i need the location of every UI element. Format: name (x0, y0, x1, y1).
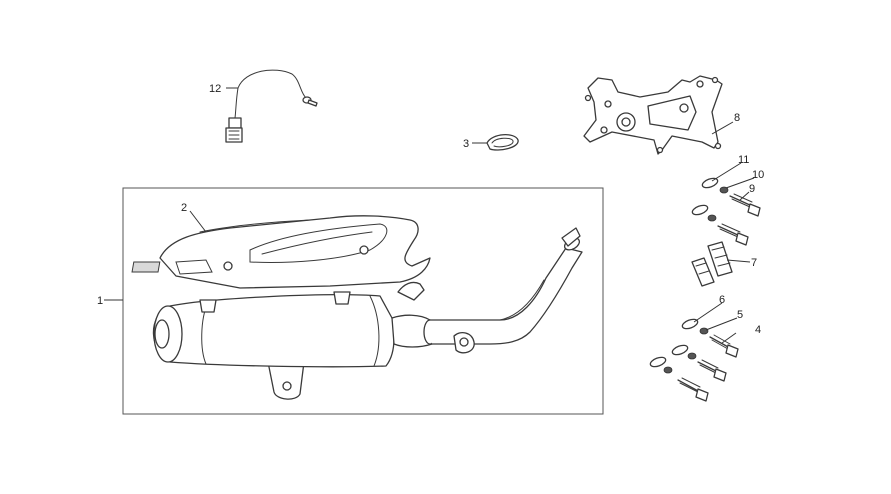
callout-2: 2 (181, 202, 187, 214)
callout-4: 4 (755, 324, 761, 336)
leader-lines (104, 87, 755, 344)
parts-4-5-6-lower-hardware (649, 318, 739, 402)
callout-10: 10 (752, 169, 764, 181)
callout-8: 8 (734, 112, 740, 124)
part-3-gasket (486, 134, 519, 151)
callout-6: 6 (719, 294, 725, 306)
exhaust-assembly-frame (122, 187, 604, 415)
callout-11: 11 (738, 154, 749, 166)
callout-7: 7 (751, 257, 757, 269)
part-1-muffler (152, 227, 583, 400)
callout-1: 1 (97, 295, 103, 307)
callout-3: 3 (463, 138, 469, 150)
part-7-clips (691, 241, 733, 287)
part-12-sensor-cable (225, 69, 318, 143)
part-8-bracket (583, 75, 723, 155)
callout-9: 9 (749, 183, 755, 195)
part-2-heat-shield (131, 215, 431, 289)
callout-12: 12 (209, 83, 221, 95)
callout-5: 5 (737, 309, 743, 321)
callout-labels: 1 2 3 4 5 6 7 8 9 10 11 12 (97, 83, 764, 336)
parts-9-10-11-upper-hardware (691, 177, 761, 246)
